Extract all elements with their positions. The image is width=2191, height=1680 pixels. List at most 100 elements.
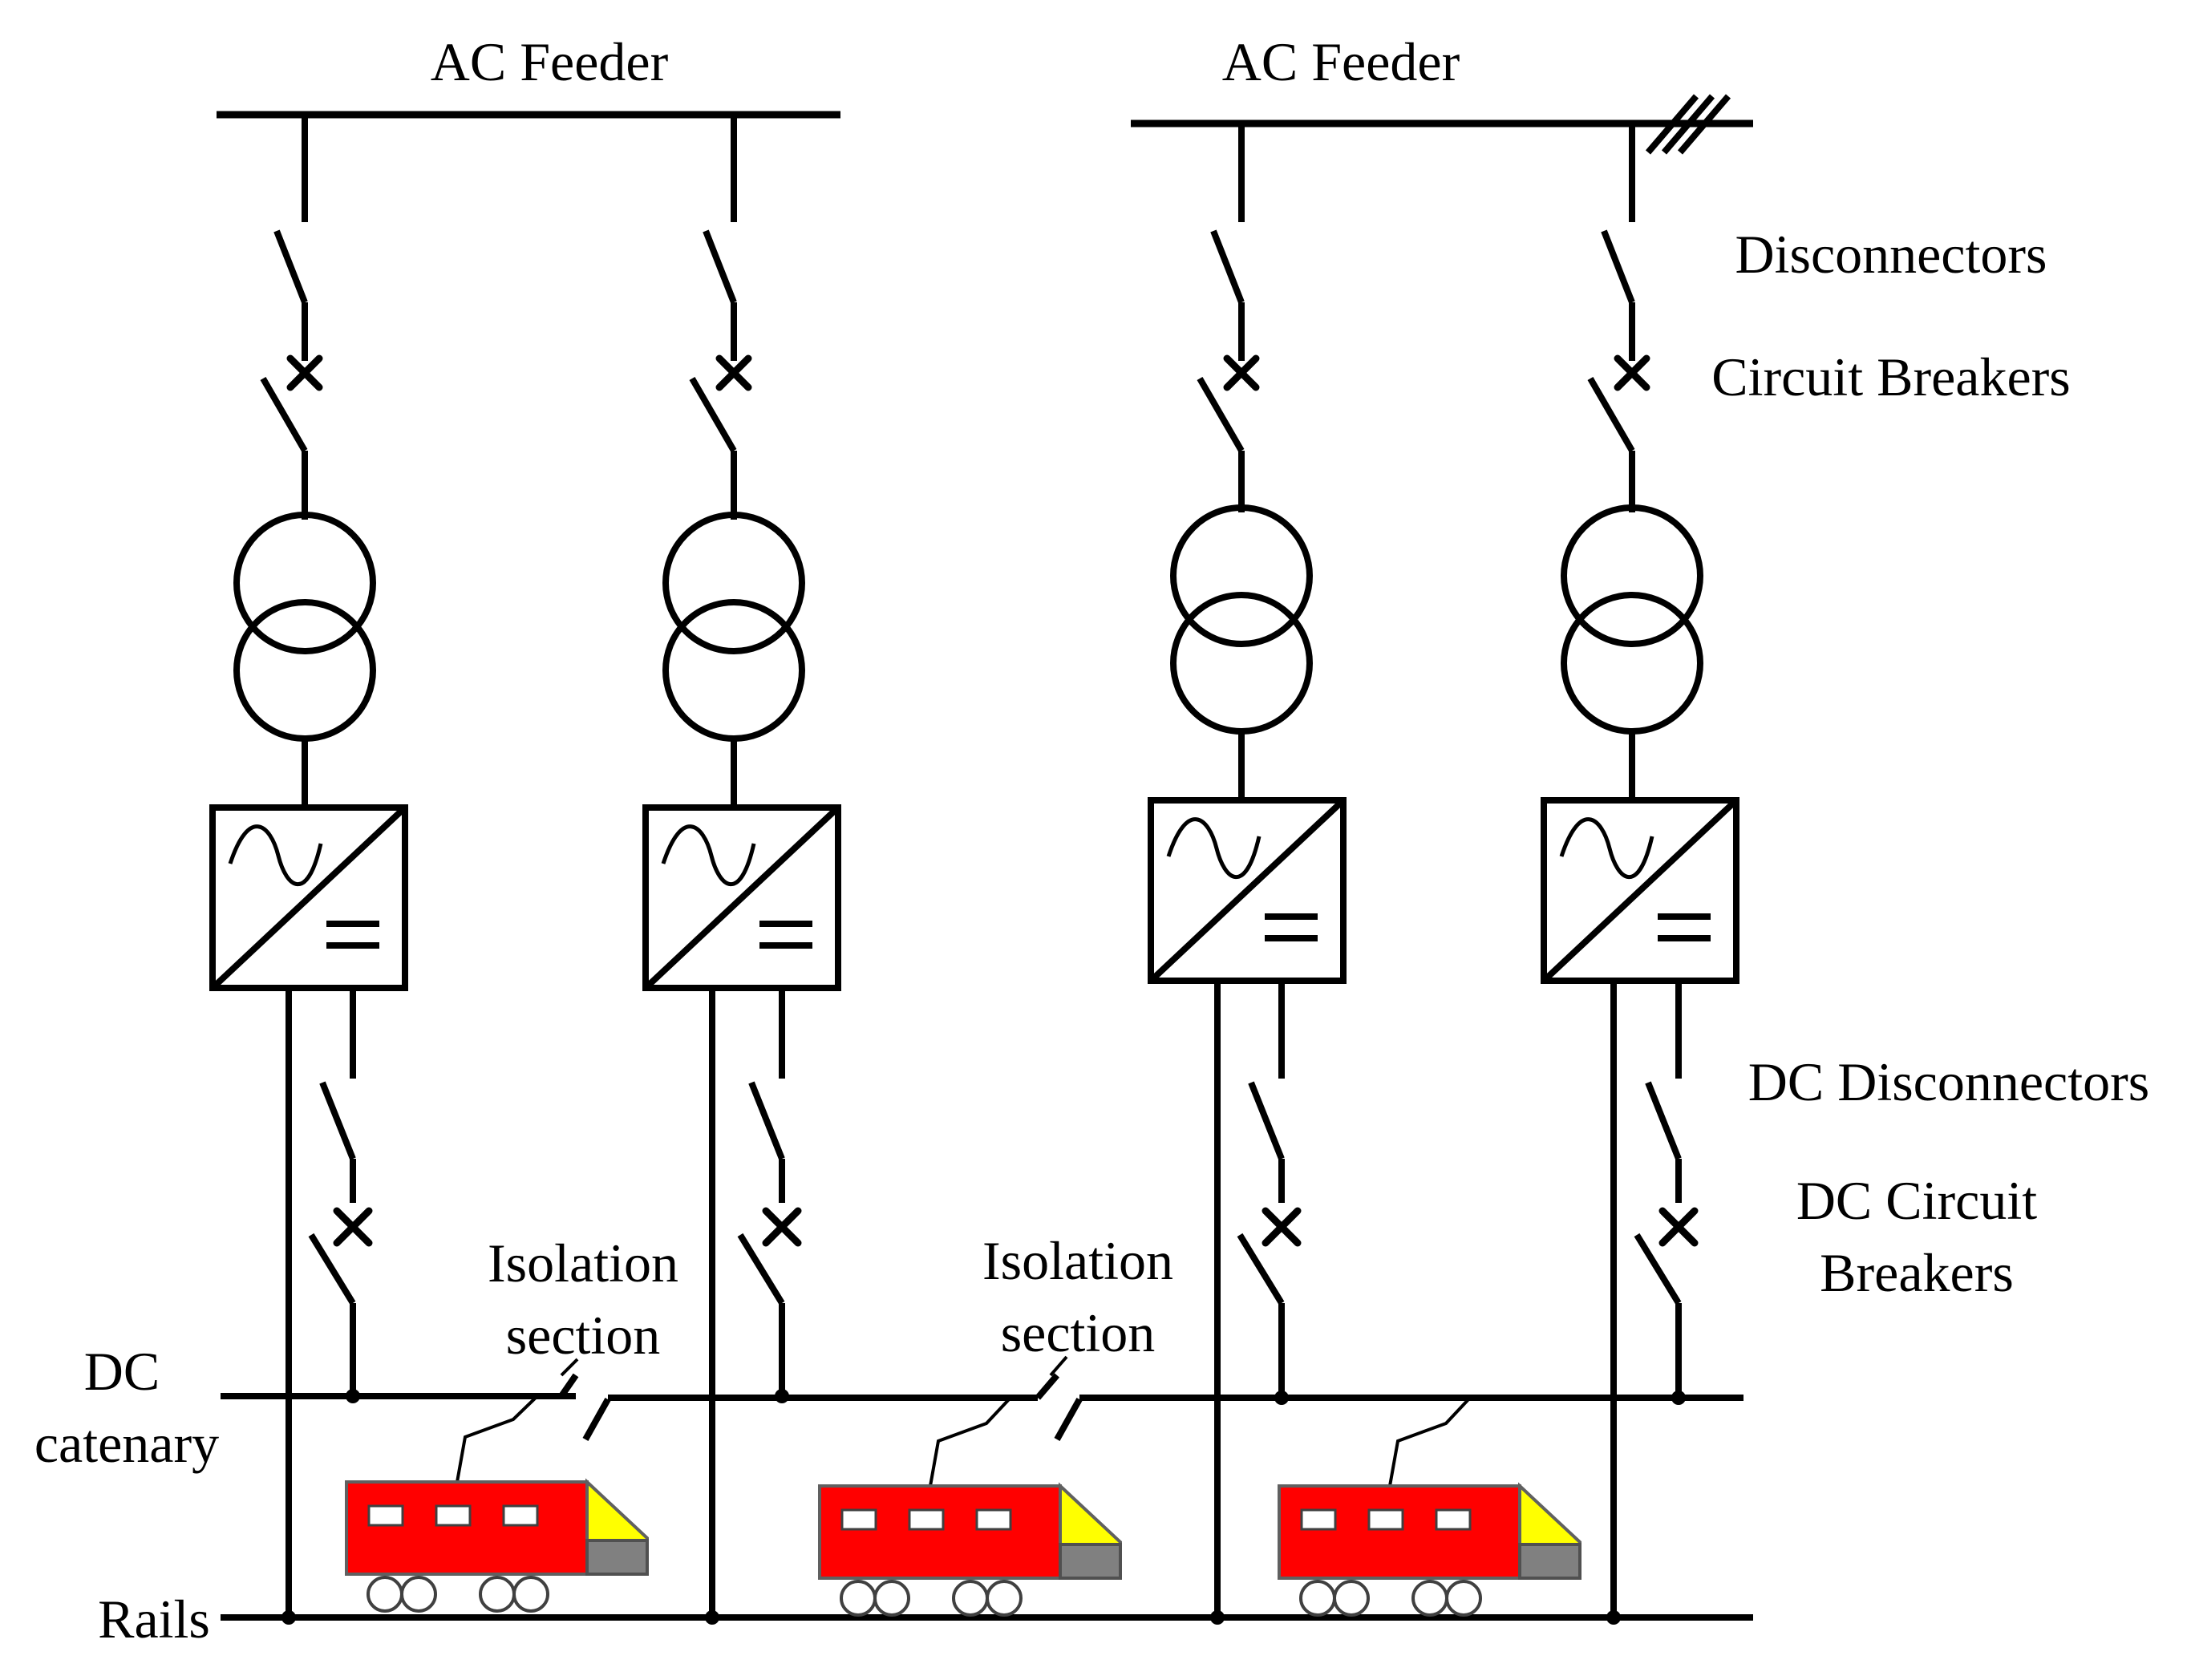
ac-sine-symbol bbox=[1166, 817, 1262, 880]
isolation-section-1-label-line1: Isolation bbox=[488, 1233, 678, 1293]
train-body bbox=[818, 1484, 1062, 1580]
transformer-secondary-winding bbox=[1170, 592, 1313, 735]
substation-4 bbox=[1541, 123, 1739, 1625]
dc-disconnector-blade bbox=[1645, 1081, 1682, 1160]
disconnector-blade bbox=[1601, 229, 1635, 304]
isolation-section-2-pointer bbox=[1049, 1355, 1068, 1377]
ac-sine-symbol bbox=[228, 824, 323, 887]
dc-catenary-line bbox=[221, 1373, 1743, 1441]
transformer-primary-winding bbox=[662, 512, 805, 654]
train-window bbox=[975, 1508, 1012, 1531]
isolation-section-1-label-line2: section bbox=[506, 1305, 661, 1366]
isolation-section-2-label-line1: Isolation bbox=[982, 1230, 1173, 1291]
train-3 bbox=[1278, 1396, 1581, 1617]
pantograph bbox=[456, 1395, 539, 1483]
train-nose-lower bbox=[1059, 1543, 1122, 1580]
train-body bbox=[1278, 1484, 1521, 1580]
dc-breaker-cross-b bbox=[1658, 1207, 1699, 1247]
train-window bbox=[908, 1508, 945, 1531]
breaker-blade bbox=[260, 376, 308, 453]
dc-breaker-cross-b bbox=[333, 1207, 373, 1247]
train-window bbox=[840, 1508, 877, 1531]
disconnector-blade bbox=[703, 229, 737, 304]
dc-disconnector-blade bbox=[1248, 1081, 1285, 1160]
breaker-blade bbox=[1587, 376, 1635, 453]
substation-1 bbox=[209, 115, 408, 1625]
train-window bbox=[435, 1504, 472, 1527]
ac-sine-symbol bbox=[661, 824, 756, 887]
train-wheel bbox=[1299, 1580, 1336, 1617]
dc-breaker-cross-b bbox=[1262, 1207, 1302, 1247]
breaker-cross-b bbox=[1223, 354, 1260, 391]
substation-3 bbox=[1148, 123, 1347, 1625]
train-wheel bbox=[986, 1580, 1023, 1617]
train-wheel bbox=[367, 1576, 403, 1613]
circuit-breakers-label: Circuit Breakers bbox=[1711, 346, 2071, 407]
breaker-blade bbox=[1197, 376, 1245, 453]
train-wheel bbox=[479, 1576, 516, 1613]
rectifier-diagonal bbox=[210, 805, 407, 990]
rectifier-diagonal bbox=[1148, 798, 1346, 983]
dc-disconnector-blade bbox=[748, 1081, 785, 1160]
rectifier-box bbox=[1148, 797, 1347, 984]
breaker-cross-b bbox=[286, 354, 323, 391]
train-2 bbox=[818, 1396, 1122, 1617]
dc-catenary-label-line2: catenary bbox=[34, 1413, 219, 1474]
breaker-cross-b bbox=[715, 354, 752, 391]
breaker-cross-b bbox=[1614, 354, 1650, 391]
train-nose-lower bbox=[585, 1539, 649, 1576]
train-wheel bbox=[840, 1580, 877, 1617]
rectifier-box bbox=[642, 804, 841, 991]
train-window bbox=[502, 1504, 539, 1527]
train-wheel bbox=[512, 1576, 549, 1613]
dc-breaker-cross-b bbox=[762, 1207, 802, 1247]
train-window bbox=[1367, 1508, 1404, 1531]
train-1 bbox=[345, 1395, 649, 1613]
substation-2 bbox=[642, 115, 841, 1625]
dc-circuit-breakers-label-line1: DC Circuit bbox=[1796, 1170, 2037, 1231]
train-body bbox=[345, 1480, 589, 1576]
dc-circuit-breakers-label-line2: Breakers bbox=[1820, 1242, 2014, 1303]
dc-breaker-blade bbox=[737, 1233, 785, 1306]
dc-disconnector-blade bbox=[319, 1081, 356, 1160]
rectifier-diagonal bbox=[1541, 798, 1739, 983]
isolation-section-2-label-line2: section bbox=[1001, 1302, 1156, 1363]
disconnectors-label: Disconnectors bbox=[1735, 224, 2047, 285]
train-nose-lower bbox=[1518, 1543, 1581, 1580]
transformer-primary-winding bbox=[1170, 504, 1313, 647]
rails-label: Rails bbox=[98, 1589, 210, 1650]
isolation-section-1-pointer bbox=[560, 1358, 579, 1377]
train-wheel bbox=[873, 1580, 910, 1617]
disconnector-blade bbox=[273, 229, 308, 304]
train-wheel bbox=[1445, 1580, 1482, 1617]
isolation-gap-1 bbox=[558, 1373, 579, 1399]
rectifier-diagonal bbox=[643, 805, 840, 990]
transformer-secondary-winding bbox=[662, 599, 805, 742]
train-wheel bbox=[1411, 1580, 1448, 1617]
dc-disconnectors-label: DC Disconnectors bbox=[1748, 1051, 2149, 1112]
ac-sine-symbol bbox=[1559, 817, 1654, 880]
ac-feeder-right-label: AC Feeder bbox=[1222, 31, 1460, 92]
dc-catenary-label-line1: DC bbox=[84, 1341, 160, 1402]
rectifier-box bbox=[1541, 797, 1739, 984]
pantograph bbox=[929, 1396, 1012, 1487]
train-window bbox=[367, 1504, 404, 1527]
dc-breaker-blade bbox=[308, 1233, 356, 1306]
breaker-blade bbox=[689, 376, 737, 453]
train-wheel bbox=[952, 1580, 989, 1617]
ac-feeder-left-label: AC Feeder bbox=[431, 31, 669, 92]
dc-breaker-blade bbox=[1634, 1233, 1682, 1306]
train-wheel bbox=[400, 1576, 437, 1613]
dc-breaker-blade bbox=[1237, 1233, 1285, 1306]
train-wheel bbox=[1333, 1580, 1370, 1617]
rectifier-box bbox=[209, 804, 408, 991]
train-window bbox=[1435, 1508, 1472, 1531]
pantograph bbox=[1388, 1396, 1472, 1487]
transformer-primary-winding bbox=[233, 512, 376, 654]
transformer-secondary-winding bbox=[1561, 592, 1703, 735]
transformer-secondary-winding bbox=[233, 599, 376, 742]
disconnector-blade bbox=[1210, 229, 1245, 304]
bus-continuation-hatch bbox=[1645, 94, 1731, 155]
transformer-primary-winding bbox=[1561, 504, 1703, 647]
